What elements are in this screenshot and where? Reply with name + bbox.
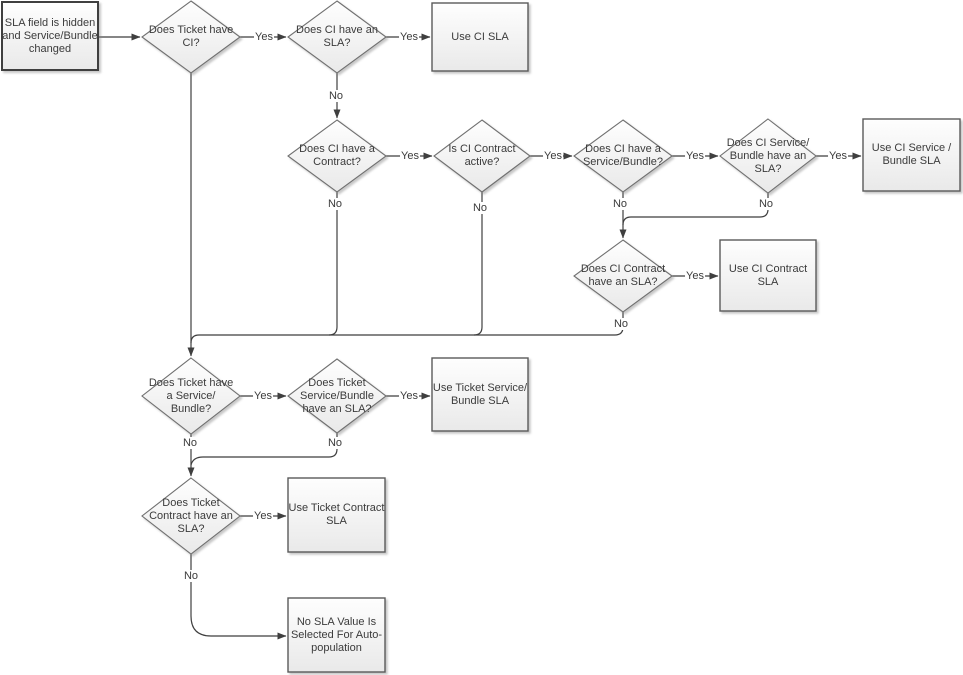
node-ci-sb-sla-shape (719, 118, 817, 194)
node-ticket-ci-shape (141, 0, 241, 74)
node-ticket-sb-sla-shape (287, 358, 387, 434)
edge-ci-contract-sla-no-trunk (190, 312, 624, 344)
node-start-shape (1, 1, 99, 71)
node-use-ci-sla-shape (431, 2, 529, 72)
node-use-ticket-contract-sla-shape (287, 477, 386, 553)
node-use-ci-contract-sla-shape (719, 239, 817, 312)
node-ci-contract-active-shape (433, 119, 531, 193)
node-ci-sla-shape (287, 0, 387, 74)
connector-layer (98, 33, 862, 640)
node-ci-contract-shape (287, 119, 387, 193)
edge-ci-contract-no (328, 192, 338, 336)
node-use-ticket-sb-sla-shape (431, 357, 529, 432)
node-ticket-contract-sla-shape (141, 477, 241, 555)
node-use-ci-sb-sla-shape (862, 118, 961, 192)
node-ticket-sb-shape (141, 357, 241, 435)
edge-ci-sb-sla-no (622, 193, 769, 226)
edge-ticket-contract-sla-no (190, 554, 287, 640)
node-ci-contract-sla-shape (573, 239, 673, 313)
node-no-sla-shape (287, 597, 386, 673)
node-ci-service-bundle-shape (573, 119, 673, 193)
edge-ticket-sb-sla-no (190, 433, 338, 466)
edge-ci-contract-active-no (473, 192, 483, 336)
